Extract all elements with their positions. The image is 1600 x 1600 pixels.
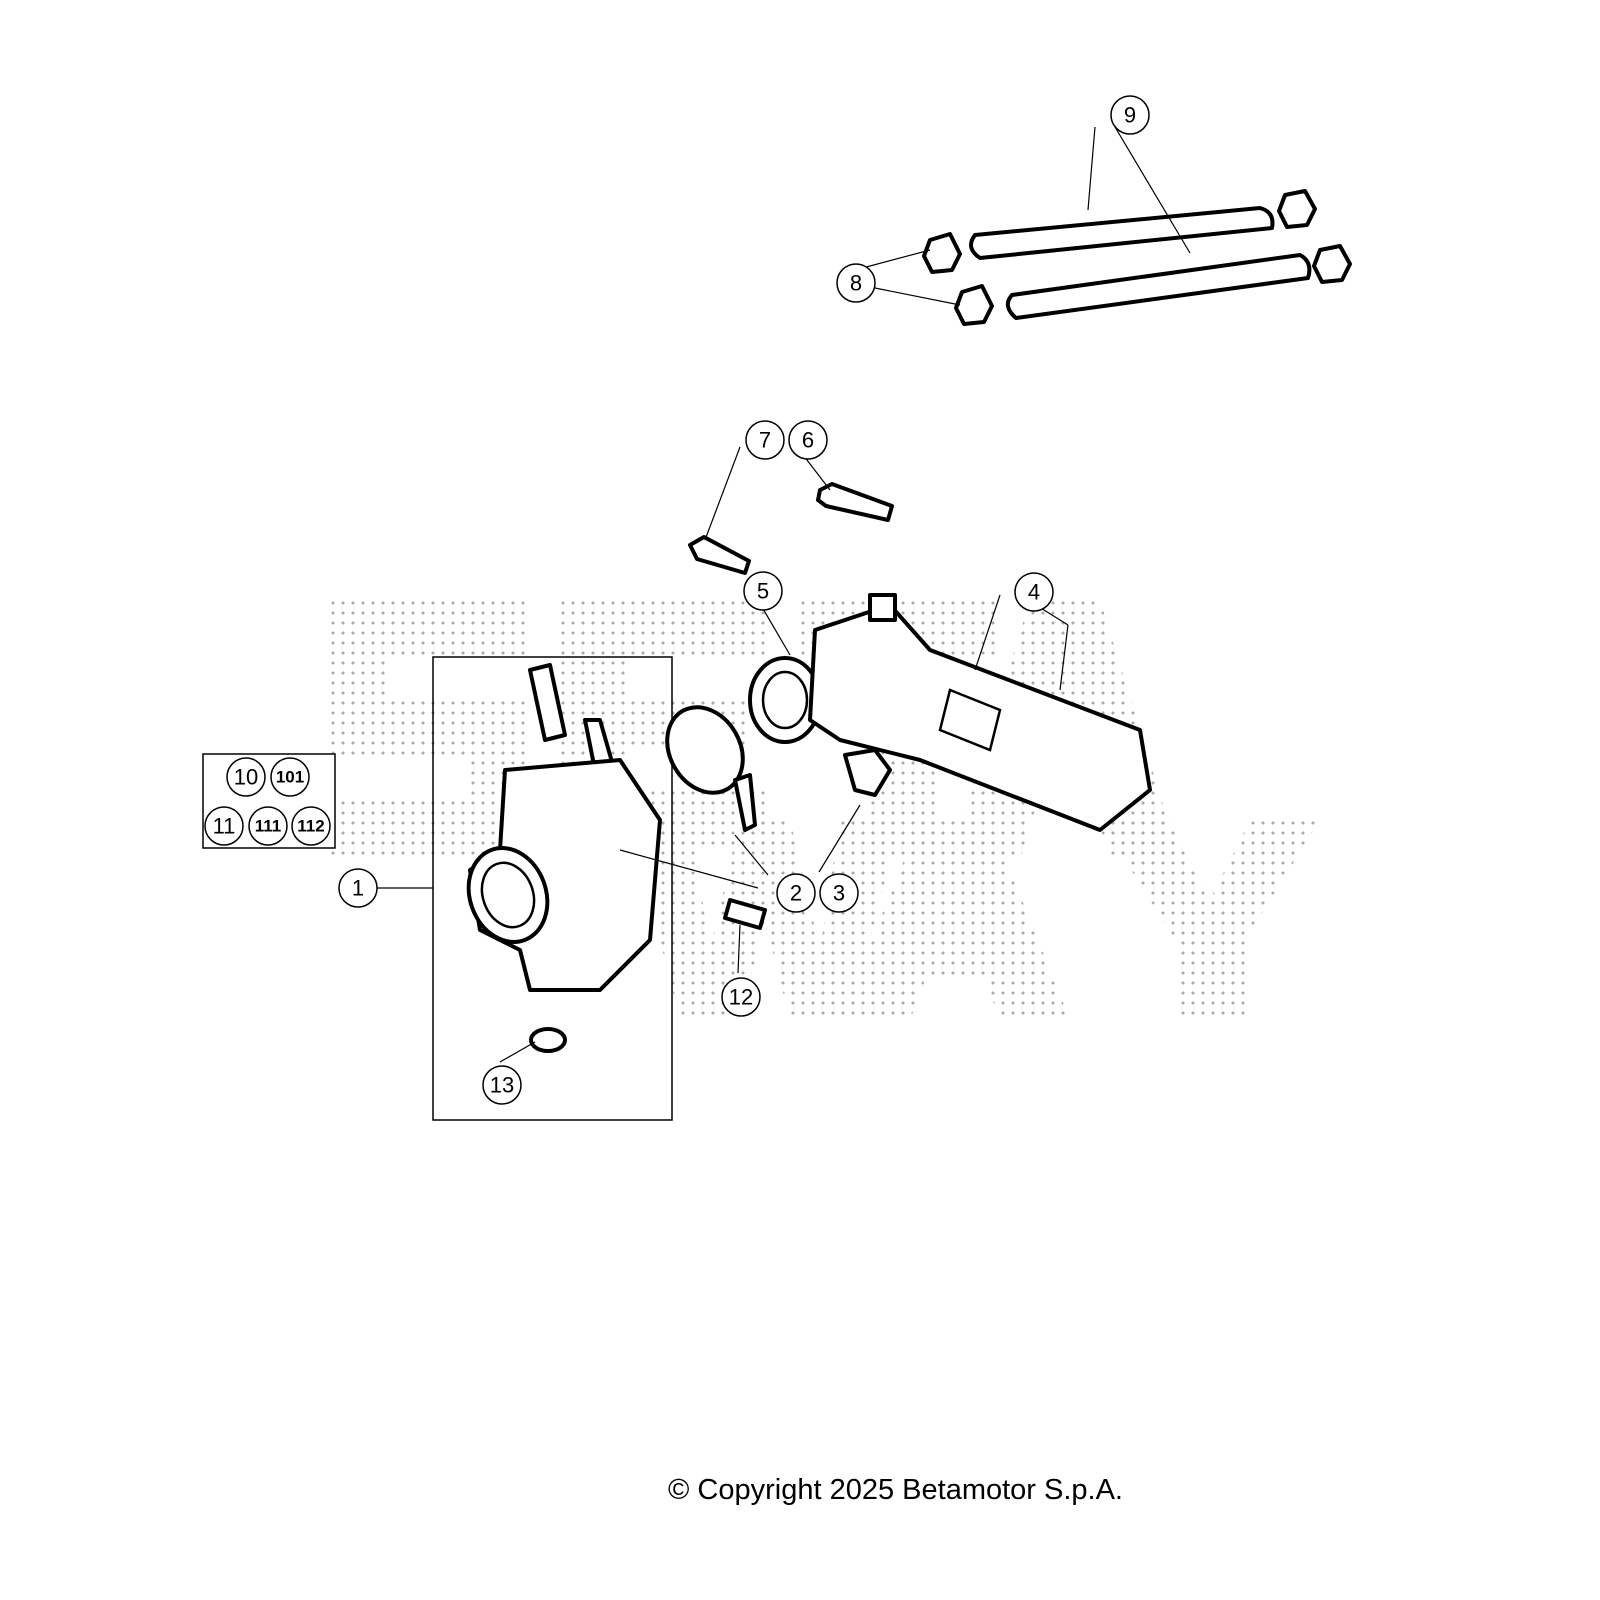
callout-9: 9 — [1110, 95, 1150, 135]
svg-text:111: 111 — [255, 817, 282, 836]
callout-6: 6 — [788, 420, 828, 460]
plug — [529, 1027, 567, 1053]
hose-clamp — [665, 705, 757, 832]
svg-text:7: 7 — [759, 428, 771, 453]
svg-text:13: 13 — [490, 1073, 514, 1098]
svg-text:6: 6 — [802, 428, 814, 453]
callout-3: 3 — [819, 873, 859, 913]
svg-text:10: 10 — [234, 765, 258, 790]
screws — [688, 482, 894, 575]
intake-manifold — [748, 593, 1152, 832]
svg-text:1: 1 — [352, 876, 364, 901]
callout-4: 4 — [1014, 572, 1054, 612]
small-bracket — [843, 748, 892, 797]
callout-2: 2 — [776, 873, 816, 913]
svg-text:4: 4 — [1028, 580, 1040, 605]
svg-text:11: 11 — [213, 814, 236, 839]
callout-1: 1 — [338, 868, 378, 908]
hoses — [922, 189, 1352, 326]
callout-5: 5 — [743, 571, 783, 611]
svg-text:101: 101 — [276, 768, 304, 787]
callout-13: 13 — [482, 1065, 522, 1105]
jet — [723, 898, 767, 930]
svg-text:5: 5 — [757, 579, 769, 604]
legend-111: 111 — [248, 806, 288, 846]
callout-12: 12 — [721, 977, 761, 1017]
svg-text:9: 9 — [1124, 103, 1136, 128]
legend-11: 11 — [204, 806, 244, 846]
svg-text:8: 8 — [850, 271, 862, 296]
carburetor — [466, 663, 662, 992]
svg-text:112: 112 — [297, 817, 324, 836]
legend-10: 10 — [226, 757, 266, 797]
svg-text:12: 12 — [729, 985, 753, 1010]
callout-7: 7 — [745, 420, 785, 460]
legend-101: 101 — [270, 757, 310, 797]
svg-text:3: 3 — [833, 881, 845, 906]
legend-112: 112 — [291, 806, 331, 846]
callout-8: 8 — [836, 263, 876, 303]
svg-text:2: 2 — [790, 881, 802, 906]
copyright-text: © Copyright 2025 Betamotor S.p.A. — [668, 1474, 1123, 1506]
